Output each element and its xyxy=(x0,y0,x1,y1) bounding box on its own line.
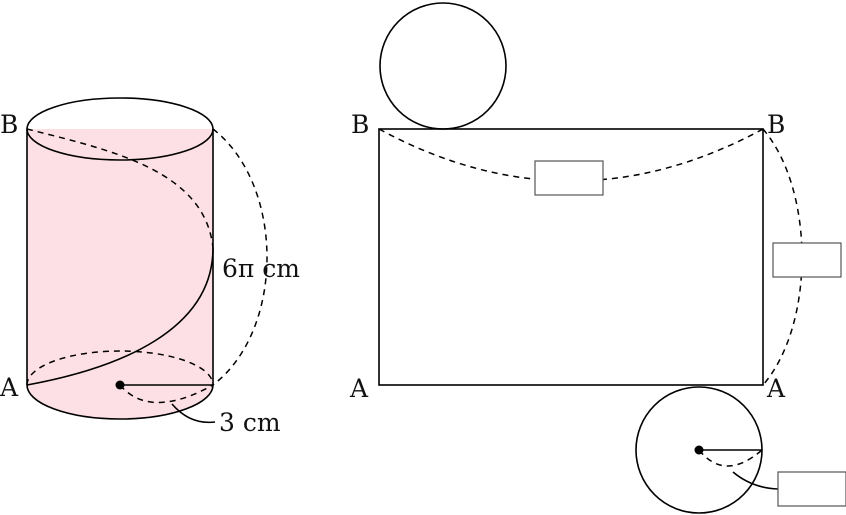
height-arc xyxy=(212,128,268,386)
answer-box-top-arc[interactable] xyxy=(534,160,604,196)
net-label-a-left: A xyxy=(349,374,369,403)
net-radius-arc xyxy=(698,449,763,467)
cylinder xyxy=(26,97,268,424)
net-top-circle xyxy=(379,2,507,130)
height-label: 6π cm xyxy=(222,254,300,283)
net-label-a-right: A xyxy=(766,374,786,403)
cylinder-net xyxy=(378,2,846,514)
net-radius-leader xyxy=(732,471,779,490)
cylinder-bottom-front xyxy=(26,384,214,420)
helix-visible-path xyxy=(26,247,214,386)
net-label-b-right: B xyxy=(767,110,785,139)
answer-box-radius[interactable] xyxy=(777,471,846,507)
helix-hidden-path xyxy=(26,128,214,249)
net-label-b-left: B xyxy=(351,110,369,139)
cylinder-bottom-back xyxy=(26,350,214,386)
answer-box-side-arc[interactable] xyxy=(772,242,842,278)
cylinder-label-a: A xyxy=(0,373,19,402)
net-lateral-rectangle xyxy=(378,128,764,386)
radius-leader xyxy=(171,403,216,424)
cylinder-label-b: B xyxy=(0,110,18,139)
radius-label: 3 cm xyxy=(219,408,281,437)
cylinder-body xyxy=(27,129,213,419)
